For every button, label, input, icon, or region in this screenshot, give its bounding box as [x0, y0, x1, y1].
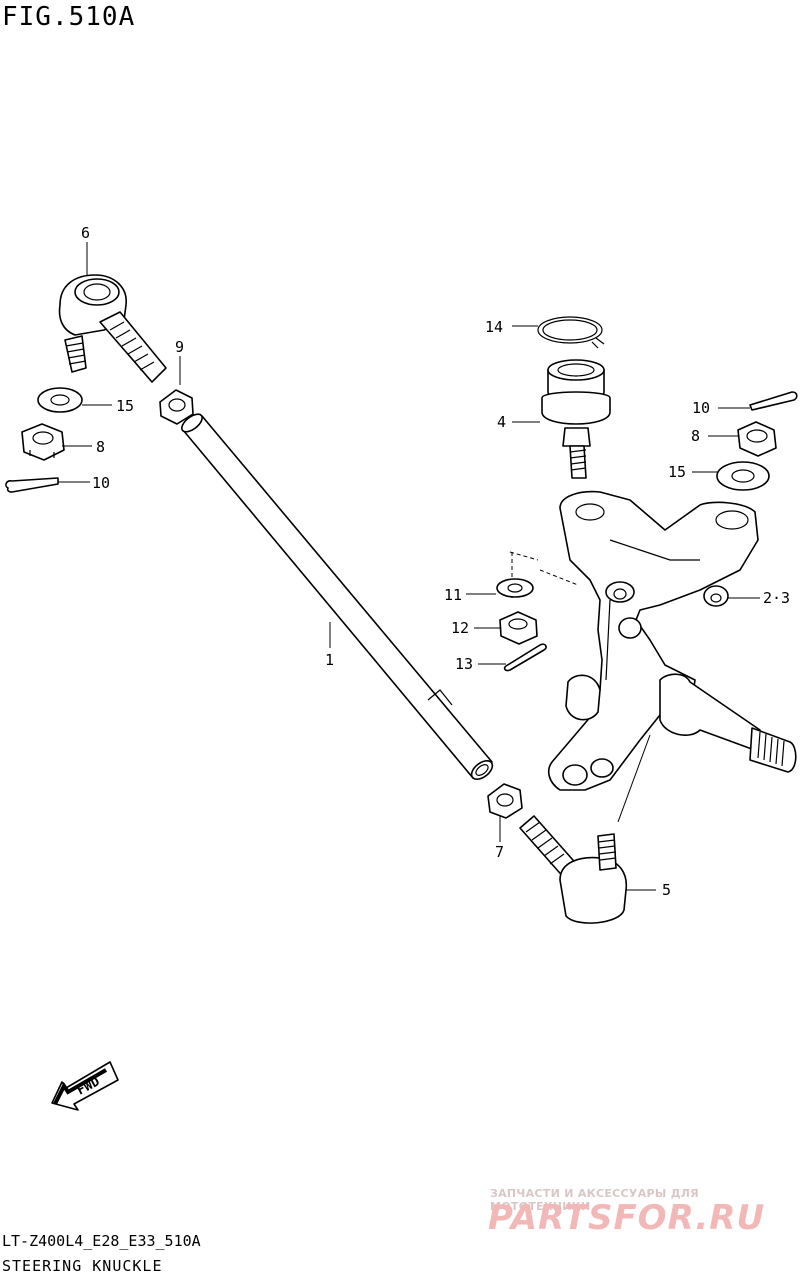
- tie-rod-end-right: [519, 815, 628, 924]
- watermark-logo: PARTSFOR.RU: [488, 1198, 766, 1238]
- callout-10-right: 10: [692, 399, 710, 417]
- fwd-arrow: FWD: [51, 1061, 119, 1111]
- callout-9: 9: [175, 338, 184, 356]
- callout-14: 14: [485, 318, 503, 336]
- circlip-14: [537, 316, 605, 349]
- callout-10-left: 10: [92, 474, 110, 492]
- assembly-guide-lines: [509, 551, 579, 600]
- callout-6: 6: [81, 224, 90, 242]
- cotter-pin-13: [503, 643, 547, 672]
- tie-rod-end-left: [58, 274, 167, 383]
- castle-nut-12: [499, 611, 538, 645]
- nut-9: [159, 389, 194, 425]
- callout-15-right: 15: [668, 463, 686, 481]
- washer-15-right: [716, 461, 770, 491]
- castle-nut-8-left: [21, 423, 65, 461]
- section-name: STEERING KNUCKLE: [2, 1257, 163, 1275]
- callout-4: 4: [497, 413, 506, 431]
- ball-joint-4: [541, 359, 611, 479]
- washer-15-left: [37, 387, 83, 413]
- washer-11: [496, 578, 534, 598]
- callout-7: 7: [495, 843, 504, 861]
- callout-1: 1: [325, 651, 334, 669]
- tie-rod: [181, 413, 494, 781]
- watermark-tagline: ЗАПЧАСТИ И АКСЕССУАРЫ ДЛЯ МОТОТЕХНИКИ: [490, 1187, 700, 1213]
- cotter-pin-10-right: [749, 391, 798, 411]
- callout-2-3: 2·3: [763, 589, 790, 607]
- callout-15-left: 15: [116, 397, 134, 415]
- leader-lines: [58, 242, 760, 891]
- castle-nut-8-right: [737, 421, 777, 457]
- nut-7: [487, 783, 523, 819]
- callout-8-left: 8: [96, 438, 105, 456]
- steering-knuckle: [547, 490, 797, 791]
- cotter-pin-10-left: [5, 477, 59, 493]
- model-code: LT-Z400L4_E28_E33_510A: [2, 1232, 201, 1250]
- callout-8-right: 8: [691, 427, 700, 445]
- callout-11: 11: [444, 586, 462, 604]
- figure-title: FIG.510A: [2, 2, 136, 32]
- callout-12: 12: [451, 619, 469, 637]
- callout-13: 13: [455, 655, 473, 673]
- callout-5: 5: [662, 881, 671, 899]
